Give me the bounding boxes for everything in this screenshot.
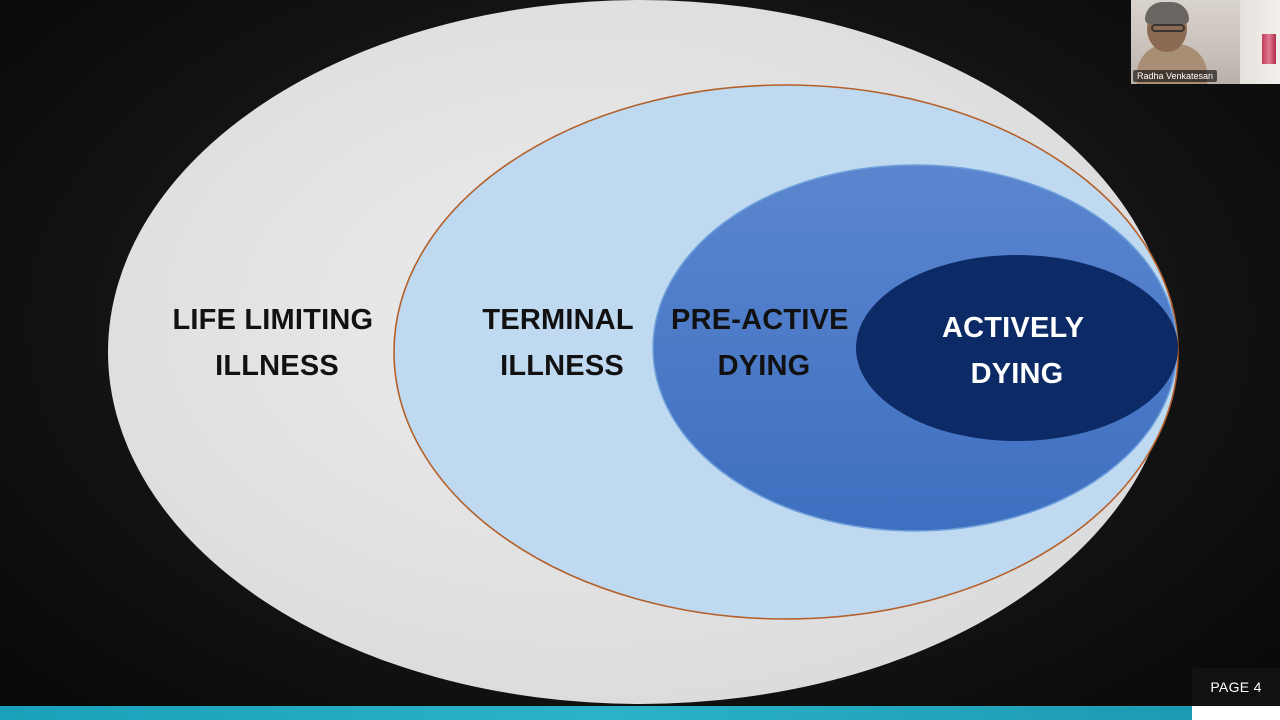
participant-glasses — [1151, 24, 1185, 32]
life-limiting-line-1: LIFE LIMITING — [172, 304, 373, 336]
footer-accent-bar — [0, 706, 1192, 720]
terminal-illness-line-2: ILLNESS — [500, 350, 624, 382]
terminal-illness-line-1: TERMINAL — [482, 304, 633, 336]
participant-name-label: Radha Venkatesan — [1133, 70, 1218, 82]
actively-dying-ellipse — [856, 255, 1178, 441]
actively-dying-line-1: ACTIVELY — [942, 312, 1084, 344]
actively-dying-line-2: DYING — [971, 358, 1064, 390]
actively-dying-label: ACTIVELY DYING — [942, 312, 1092, 390]
participant-video-tile[interactable]: Radha Venkatesan — [1131, 0, 1280, 84]
page-number-indicator: PAGE 4 — [1192, 668, 1280, 706]
life-limiting-label: LIFE LIMITING ILLNESS — [172, 304, 381, 382]
footer-corner-block — [1192, 706, 1280, 720]
pre-active-line-1: PRE-ACTIVE — [671, 304, 849, 336]
terminal-illness-label: TERMINAL ILLNESS — [482, 304, 641, 382]
pre-active-line-2: DYING — [718, 350, 811, 382]
video-background-curtain — [1262, 34, 1276, 64]
participant-hair — [1145, 2, 1189, 24]
life-limiting-line-2: ILLNESS — [215, 350, 339, 382]
pre-active-dying-label: PRE-ACTIVE DYING — [671, 304, 857, 382]
